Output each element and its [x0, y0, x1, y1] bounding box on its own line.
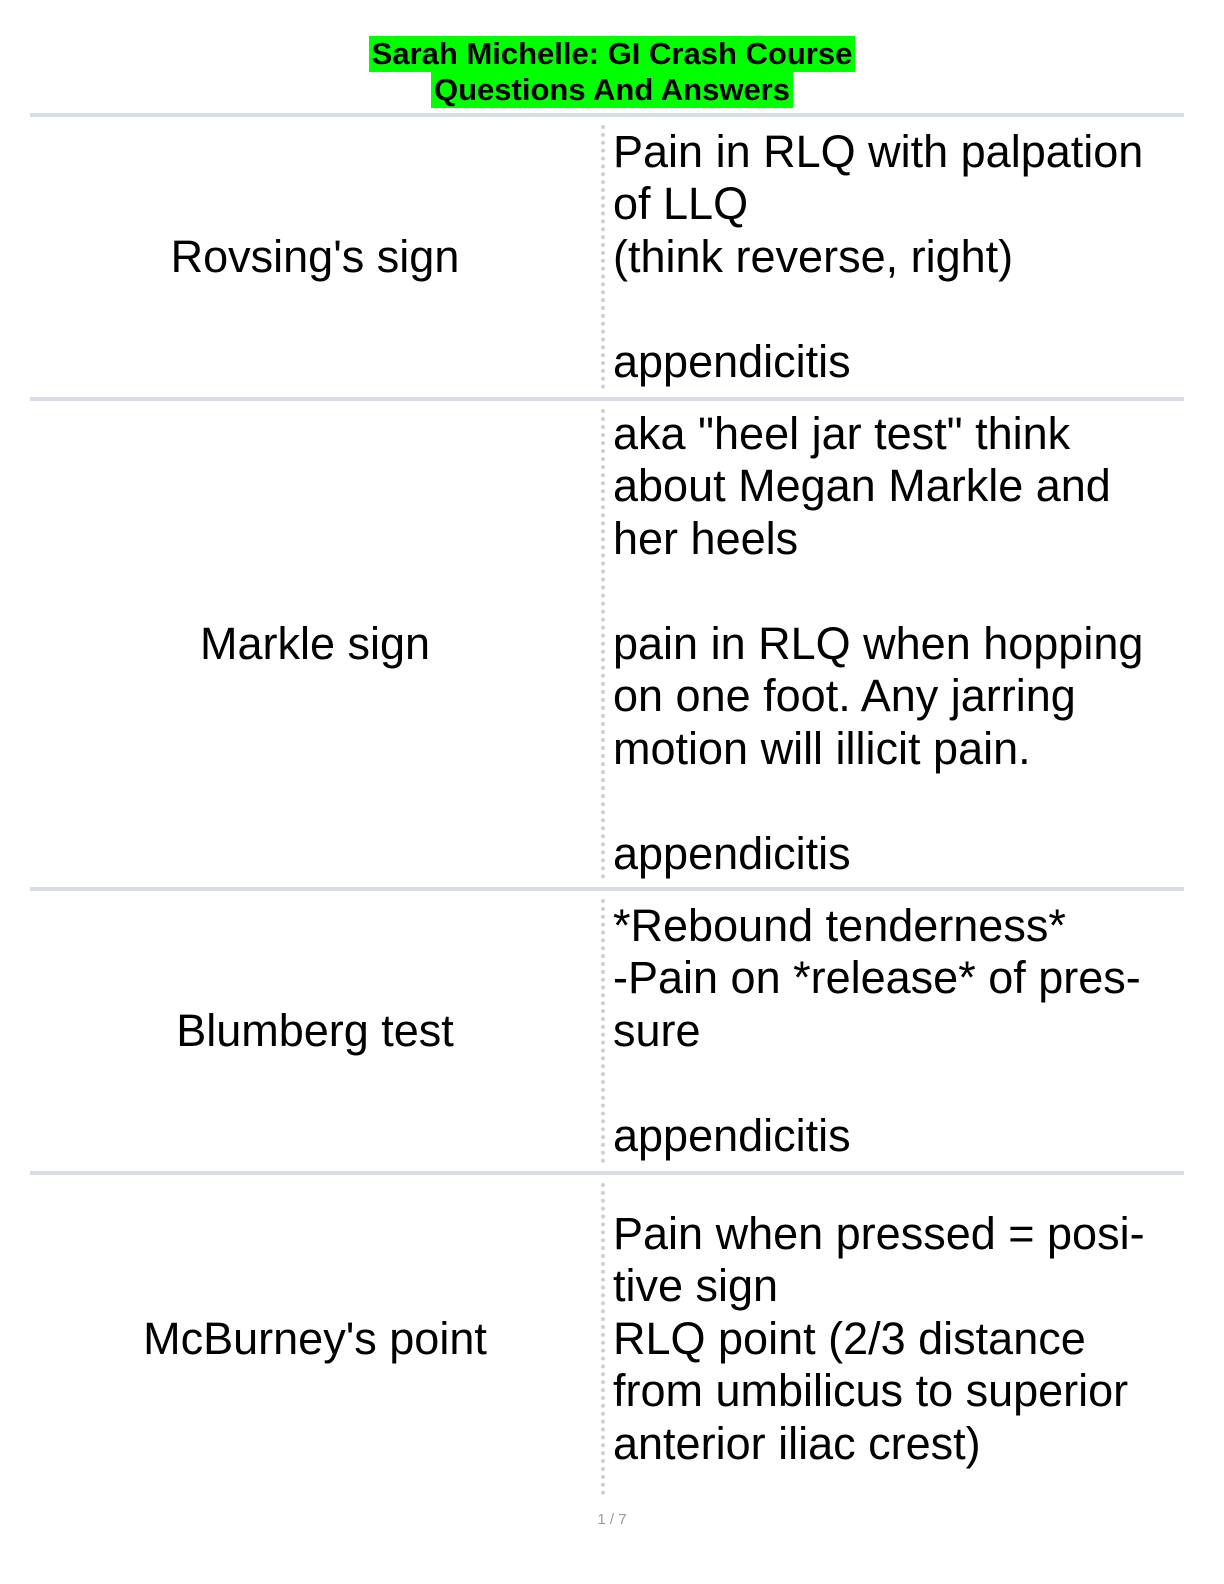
document-title-line-2: Questions And Answers — [431, 72, 793, 108]
card-definition-text: aka "heel jar test" think about Megan Ma… — [613, 407, 1144, 879]
flashcard-list: Rovsing's sign Pain in RLQ with palpatio… — [30, 113, 1184, 1503]
flashcard-blumberg-test: Blumberg test *Rebound tenderness* -Pain… — [30, 891, 1184, 1171]
card-definition: Pain when pressed = posi- tive sign RLQ … — [613, 1175, 1183, 1503]
card-definition: *Rebound tenderness* -Pain on *release* … — [613, 891, 1183, 1171]
flashcard-rovsings-sign: Rovsing's sign Pain in RLQ with palpatio… — [30, 117, 1184, 397]
card-separator — [30, 887, 1184, 891]
card-divider — [601, 125, 605, 389]
flashcard-markle-sign: Markle sign aka "heel jar test" think ab… — [30, 401, 1184, 887]
card-divider — [601, 899, 605, 1163]
card-definition-text: Pain in RLQ with palpation of LLQ (think… — [613, 125, 1144, 387]
card-definition-text: *Rebound tenderness* -Pain on *release* … — [613, 899, 1141, 1161]
card-term: Blumberg test — [176, 1005, 454, 1056]
card-separator — [30, 113, 1184, 117]
card-divider — [601, 409, 605, 879]
card-definition: Pain in RLQ with palpation of LLQ (think… — [613, 117, 1183, 397]
card-separator — [30, 397, 1184, 401]
page-indicator: 1 / 7 — [597, 1511, 627, 1528]
card-divider — [601, 1183, 605, 1495]
flashcard-mcburneys-point: McBurney's point Pain when pressed = pos… — [30, 1175, 1184, 1503]
card-term: Markle sign — [199, 618, 431, 669]
document-header: Sarah Michelle: GI Crash Course Question… — [0, 36, 1224, 108]
card-separator — [30, 1171, 1184, 1175]
document-title-line-1: Sarah Michelle: GI Crash Course — [368, 36, 856, 72]
card-term: Rovsing's sign — [170, 231, 460, 282]
card-term: McBurney's point — [143, 1313, 487, 1364]
card-definition-text: Pain when pressed = posi- tive sign RLQ … — [613, 1207, 1145, 1469]
card-definition: aka "heel jar test" think about Megan Ma… — [613, 401, 1183, 887]
